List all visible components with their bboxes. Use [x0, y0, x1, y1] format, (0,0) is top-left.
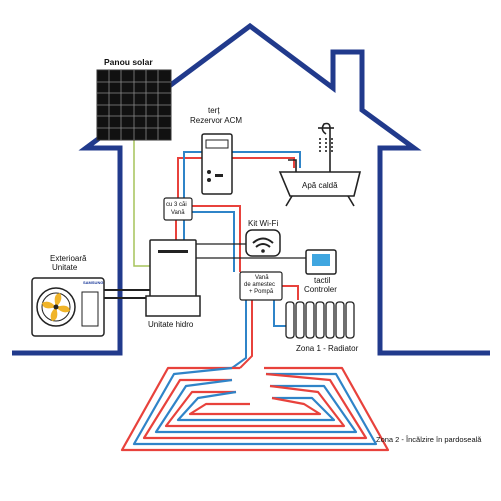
pipe-tank-cold	[183, 151, 202, 200]
label-acm-tank: Rezervor ACM	[190, 116, 243, 125]
hydro-unit	[145, 239, 201, 317]
acm-tank	[201, 133, 233, 195]
label-third-party: terț	[208, 106, 220, 115]
wifi-kit	[245, 229, 281, 257]
label-controller-line1: tactil	[314, 276, 331, 285]
floor-heating-coil	[120, 366, 390, 452]
mix-valve-pump	[239, 271, 283, 301]
pipe-radiator-hot	[282, 285, 299, 300]
label-zone1: Zona 1 - Radiator	[296, 344, 359, 353]
label-brand: SAMSUNG	[83, 280, 104, 285]
label-three-way-valve-line2: Vană	[171, 210, 185, 216]
label-zone2: Zona 2 - Încălzire în pardoseală	[376, 435, 482, 444]
pipe-floor-cold	[231, 300, 247, 369]
label-hot-water: Apă caldă	[302, 181, 338, 190]
bathtub	[278, 122, 362, 207]
label-hydro-unit: Unitate hidro	[148, 320, 194, 329]
label-outdoor-line1: Exterioară	[50, 254, 87, 263]
pipe-floor-hot	[239, 300, 253, 369]
outdoor-unit	[31, 277, 105, 337]
label-controller-line2: Controler	[304, 285, 337, 294]
pipe-bath-hot	[232, 157, 295, 168]
house-outline	[12, 22, 490, 356]
pipe-radiator-cold	[273, 298, 286, 327]
three-way-valve	[163, 197, 193, 221]
pipe-bath-cold	[232, 151, 301, 168]
label-mix-valve-line2: de amestec	[244, 282, 276, 288]
pipe-tank-hot	[177, 157, 202, 200]
label-three-way-valve-line1: cu 3 căi	[166, 202, 187, 208]
touch-controller	[305, 249, 337, 275]
pipe-valve-mix-cold	[191, 211, 235, 272]
label-mix-valve-line3: + Pompă	[249, 289, 274, 295]
label-wifi-kit: Kit Wi-Fi	[248, 219, 279, 228]
label-outdoor-line2: Unitate	[52, 263, 78, 272]
solar-panel	[96, 69, 172, 141]
label-mix-valve-line1: Vană	[255, 275, 269, 281]
radiator	[285, 301, 355, 339]
wire-controller	[196, 257, 309, 262]
solar-wire	[133, 140, 150, 267]
pipe-valve-mix-hot	[191, 205, 241, 272]
label-solar-panel: Panou solar	[104, 57, 153, 67]
